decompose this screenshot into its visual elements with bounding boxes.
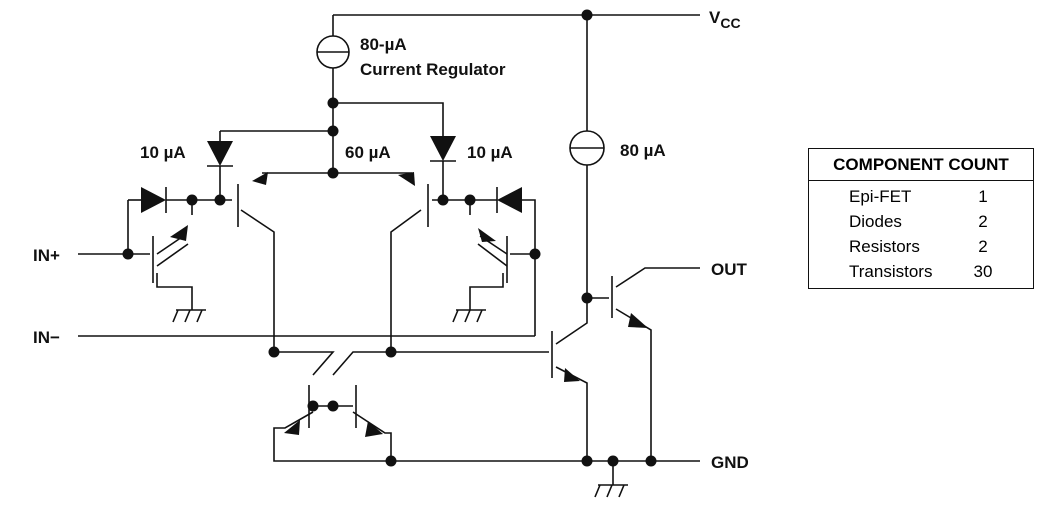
wires: [78, 14, 700, 485]
emitter-arrows: [170, 172, 648, 437]
junction-dots: [122, 9, 657, 467]
component-count-title: COMPONENT COUNT: [809, 149, 1033, 181]
left-diode-current-label: 10 µA: [140, 143, 186, 162]
right-diode-current-label: 10 µA: [467, 143, 513, 162]
component-value: 1: [978, 187, 988, 206]
q2-emitter-arrow: [252, 172, 268, 185]
q7-emitter-arrow: [564, 368, 580, 382]
component-value: 2: [978, 237, 988, 256]
regulator-name-label: Current Regulator: [360, 60, 506, 79]
component-value: 30: [973, 262, 993, 281]
ground-icon: [172, 301, 206, 323]
in-plus-label: IN+: [33, 246, 60, 265]
component-name: Epi-FET: [849, 187, 912, 206]
output-current-source: [569, 130, 605, 166]
component-count-row: Diodes 2: [809, 209, 1033, 234]
component-count-row: Epi-FET 1: [809, 184, 1033, 209]
ground-icon: [594, 484, 628, 498]
transistor-bars: [152, 184, 613, 428]
component-count-rows: Epi-FET 1 Diodes 2 Resistors 2 Transisto…: [809, 181, 1033, 288]
out-label: OUT: [711, 260, 748, 279]
component-count-table: COMPONENT COUNT Epi-FET 1 Diodes 2 Resis…: [808, 148, 1034, 289]
q4-emitter-arrow: [478, 228, 496, 242]
component-name: Transistors: [849, 262, 933, 281]
ground-icon: [452, 301, 486, 323]
regulator-current-source: [316, 35, 350, 69]
vcc-label: VCC: [709, 8, 741, 31]
source-current-label: 80 µA: [620, 141, 666, 160]
regulator-current-label: 80-µA: [360, 35, 407, 54]
component-count-row: Transistors 30: [809, 259, 1033, 284]
center-current-label: 60 µA: [345, 143, 391, 162]
diode-top-left: [207, 141, 233, 167]
component-count-row: Resistors 2: [809, 234, 1033, 259]
q1-emitter-arrow: [170, 225, 188, 241]
q8-emitter-arrow: [628, 313, 648, 328]
diode-right: [496, 187, 522, 213]
component-name: Resistors: [849, 237, 920, 256]
q6-emitter-arrow: [365, 421, 383, 437]
diode-top-right: [430, 136, 456, 162]
q3-emitter-arrow: [398, 172, 415, 186]
diode-left: [141, 187, 167, 213]
component-name: Diodes: [849, 212, 902, 231]
in-minus-label: IN−: [33, 328, 60, 347]
component-value: 2: [978, 212, 988, 231]
gnd-label: GND: [711, 453, 749, 472]
q5-emitter-arrow: [284, 420, 300, 435]
